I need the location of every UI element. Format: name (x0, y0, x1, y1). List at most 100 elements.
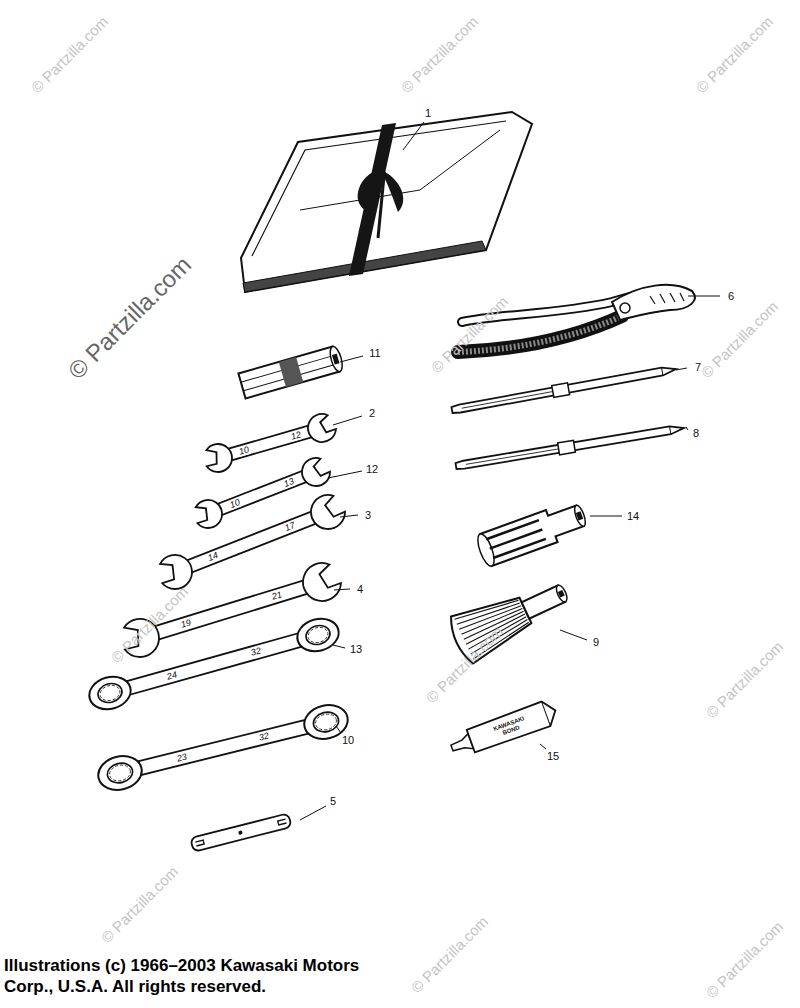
tool-drawing (462, 392, 553, 409)
callout-number: 7 (694, 361, 702, 373)
bond-tube (448, 698, 560, 760)
leader-line (336, 726, 341, 733)
tool-drawing (96, 681, 124, 705)
tool-drawing (296, 454, 333, 492)
tool-drawing (360, 176, 384, 238)
tool-roll (241, 112, 532, 292)
callout-number: 8 (692, 427, 700, 439)
leader-line (590, 516, 622, 517)
callout-number: 10 (341, 734, 355, 746)
callout-number: 15 (546, 750, 560, 762)
tool-drawing (173, 506, 331, 578)
leader-line (686, 427, 688, 430)
tool-drawing (383, 172, 403, 212)
tool-drawing (304, 490, 349, 536)
tool-drawing (190, 813, 291, 852)
tool-drawing (195, 499, 223, 530)
copyright-caption: Illustrations (c) 1966–2003 Kawasaki Mot… (4, 955, 404, 998)
open-end-wrench (114, 555, 348, 666)
tool-drawing (558, 590, 565, 598)
tool-drawing (314, 712, 338, 732)
tool-drawing (206, 444, 232, 472)
tool-drawing (466, 698, 559, 753)
tool-drawing (455, 424, 684, 470)
leader-line (340, 356, 363, 362)
tool-drawing (554, 584, 569, 604)
tool-drawing (238, 346, 339, 398)
tool-drawing (296, 558, 345, 609)
callout-number: 13 (349, 643, 363, 655)
callout-number: 4 (356, 583, 364, 595)
tool-drawing (620, 303, 630, 313)
tool-drawing (552, 383, 570, 398)
tool-drawing (241, 355, 338, 391)
tool-drawing (195, 819, 286, 846)
watermark: © Partzilla.com (98, 863, 181, 946)
leader-line (676, 368, 687, 370)
tool-drawing (241, 112, 532, 292)
watermark: © Partzilla.com (63, 251, 196, 384)
tool-drawing (108, 763, 132, 783)
tool-drawing (98, 683, 121, 703)
tool-drawing (328, 345, 345, 373)
tool-drawing (304, 490, 349, 536)
leader-line (328, 471, 362, 478)
screwdriver (455, 422, 685, 472)
tool-drawing (294, 614, 343, 656)
callout-number: 12 (365, 463, 379, 475)
ring-wrench (95, 701, 352, 795)
watermark: © Partzilla.com (693, 13, 776, 96)
leader-line (340, 515, 358, 517)
callout-number: 14 (626, 510, 640, 522)
tool-drawing (105, 761, 134, 786)
watermark: © Partzilla.com (698, 298, 781, 381)
tool-drawing (311, 710, 340, 735)
leader-line (688, 296, 720, 297)
tool-drawing (662, 368, 663, 376)
leader-line (560, 630, 587, 640)
tool-drawing (306, 625, 329, 645)
leader-line (403, 122, 424, 150)
tool-drawing (572, 504, 587, 527)
tool-drawing (466, 449, 559, 464)
watermark: © Partzilla.com (398, 13, 481, 96)
watermark: © Partzilla.com (703, 918, 786, 1001)
callout-number: 1 (424, 107, 432, 119)
tool-drawing (480, 500, 586, 566)
leader-line (333, 645, 345, 648)
tool-drawing (86, 672, 135, 714)
tool-drawing (238, 830, 243, 835)
tool-drawing (332, 354, 340, 365)
watermark: © Partzilla.com (28, 13, 111, 96)
tool-drawing (296, 558, 345, 609)
leader-lines (300, 122, 720, 820)
tool-drawing (670, 426, 671, 434)
tool-drawing (296, 454, 333, 492)
tool-drawing (304, 623, 332, 647)
callout-number: 2 (368, 407, 376, 419)
screwdriver (451, 363, 677, 416)
tool-drawing (542, 702, 551, 726)
leader-line (333, 416, 362, 425)
tool-drawing (95, 752, 146, 795)
tool-drawing (118, 715, 327, 780)
tool-drawing (576, 511, 583, 520)
tool-drawing (279, 357, 303, 387)
tool-drawing (486, 520, 545, 558)
callout-number: 6 (727, 290, 735, 302)
box-socket (475, 498, 590, 568)
leader-line (540, 744, 546, 749)
tool-drawing (195, 499, 223, 530)
leader-line (300, 806, 326, 820)
callout-number: 3 (364, 509, 372, 521)
ring-wrench (86, 614, 343, 714)
leader-line (334, 589, 350, 590)
tool-drawing (558, 440, 576, 454)
callout-number: 11 (368, 347, 381, 359)
callout-number: 9 (592, 636, 600, 648)
open-end-wrench (199, 408, 341, 478)
plug-socket (238, 345, 344, 398)
watermark: © Partzilla.com (428, 293, 511, 376)
